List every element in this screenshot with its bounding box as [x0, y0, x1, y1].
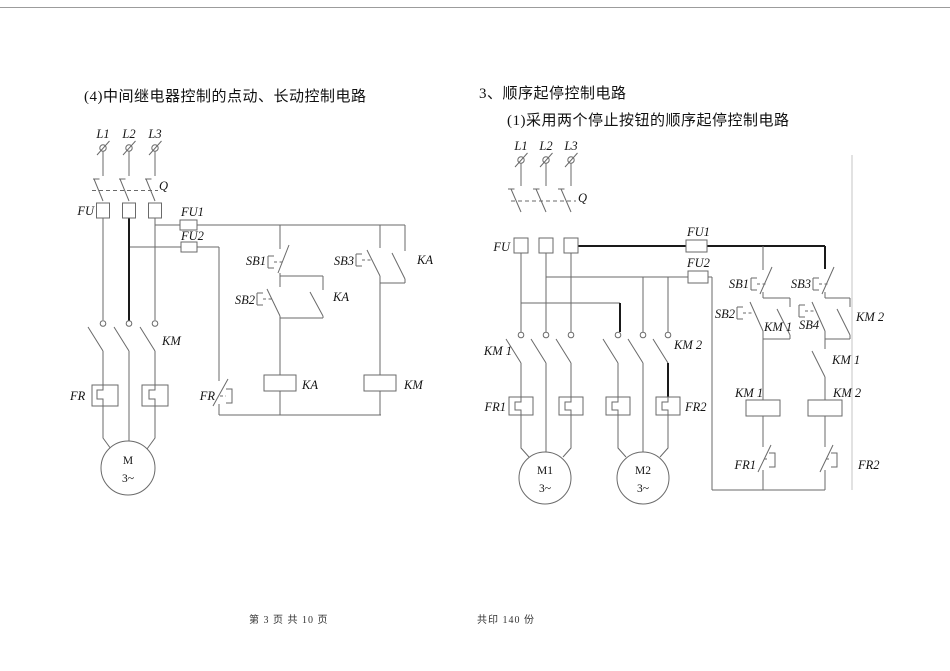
label-left-ka-interlock: KA [416, 253, 433, 267]
label-left-km-coil: KM [403, 378, 423, 392]
label-right-fr2-nc: FR2 [857, 458, 880, 472]
left-control-wires [212, 225, 406, 416]
label-right-sb4: SB4 [799, 318, 819, 332]
label-left-fr-nc: FR [199, 389, 216, 403]
label-right-km1-main: KM 1 [483, 344, 512, 358]
label-right-l1: L1 [513, 139, 527, 153]
heading-right-section: 3、顺序起停控制电路 [479, 86, 627, 102]
right-fuse-boxes [513, 237, 709, 284]
label-right-km1-selfhold: KM 1 [763, 320, 792, 334]
label-right-fu: FU [492, 240, 511, 254]
right-km2-coil [807, 399, 843, 417]
left-motor-symbol [100, 440, 156, 496]
left-fuse-boxes [96, 202, 198, 253]
right-control-wires [712, 246, 851, 491]
right-phase-terminals [514, 152, 578, 168]
label-right-km1-sequence: KM 1 [831, 353, 860, 367]
left-contactor-coil [363, 374, 397, 392]
label-right-l2: L2 [538, 139, 552, 153]
right-thermal-relay-boxes [508, 396, 681, 416]
heading-left-circuit: (4)中间继电器控制的点动、长动控制电路 [84, 89, 367, 105]
label-left-sb3: SB3 [334, 254, 354, 268]
label-right-motor2-phase: 3~ [637, 483, 649, 495]
label-left-motor-name: M [123, 455, 133, 467]
left-thermal-relay-boxes [91, 384, 169, 407]
label-left-q: Q [159, 179, 168, 193]
right-contactor-pole-nodes [517, 331, 672, 339]
right-actuator-shapes [736, 277, 838, 468]
footer-page-number: 第 3 页 共 10 页 [249, 615, 329, 626]
label-left-km-main: KM [161, 334, 181, 348]
label-left-fu2: FU2 [180, 229, 204, 243]
label-right-l3: L3 [563, 139, 577, 153]
label-right-sb3: SB3 [791, 277, 811, 291]
label-right-km1-coil: KM 1 [734, 386, 763, 400]
label-left-fr-main: FR [69, 389, 86, 403]
label-left-l2: L2 [121, 127, 135, 141]
right-circuit-diagram: L1 L2 L3 Q FU FU1 FU2 KM 1 KM 2 FR1 FR2 … [483, 139, 884, 505]
right-actuator-dashes [743, 283, 831, 460]
right-km1-coil [745, 399, 781, 417]
left-phase-terminals [96, 140, 162, 156]
label-right-km2-main: KM 2 [673, 338, 702, 352]
right-motor2-symbol [616, 451, 670, 505]
right-bold-buses [578, 245, 826, 397]
label-right-km2-coil: KM 2 [832, 386, 861, 400]
label-right-fr1-nc: FR1 [733, 458, 756, 472]
label-left-sb2: SB2 [235, 293, 255, 307]
heading-right-subsection: (1)采用两个停止按钮的顺序起停控制电路 [507, 113, 790, 129]
label-right-q: Q [578, 191, 587, 205]
left-contactor-pole-nodes [99, 320, 159, 327]
label-right-fr2-main: FR2 [684, 400, 707, 414]
label-right-motor2-name: M2 [635, 465, 651, 477]
left-actuator-shapes [226, 253, 362, 404]
label-right-motor1-name: M1 [537, 465, 553, 477]
label-right-fu1: FU1 [686, 225, 710, 239]
footer-print-count: 共印 140 份 [477, 615, 535, 626]
label-left-ka-selfhold: KA [332, 290, 349, 304]
label-left-sb1: SB1 [246, 254, 266, 268]
label-left-fu1: FU1 [180, 205, 204, 219]
label-left-motor-phase: 3~ [122, 473, 134, 485]
left-relay-coil [263, 374, 297, 392]
right-main-wires [505, 163, 713, 490]
label-right-km2-selfhold: KM 2 [855, 310, 884, 324]
left-main-wires [87, 151, 405, 450]
label-left-fu: FU [76, 204, 95, 218]
label-left-l3: L3 [147, 127, 161, 141]
page-top-rule [0, 7, 950, 8]
right-motor1-symbol [518, 451, 572, 505]
label-right-sb1: SB1 [729, 277, 749, 291]
label-right-fu2: FU2 [686, 256, 710, 270]
label-right-sb2: SB2 [715, 307, 735, 321]
label-left-ka-coil: KA [301, 378, 318, 392]
label-right-fr1-main: FR1 [483, 400, 506, 414]
label-left-l1: L1 [95, 127, 109, 141]
left-circuit-diagram: L1 L2 L3 Q FU FU1 FU2 KM FR SB1 SB2 SB3 … [69, 127, 433, 496]
label-right-motor1-phase: 3~ [539, 483, 551, 495]
